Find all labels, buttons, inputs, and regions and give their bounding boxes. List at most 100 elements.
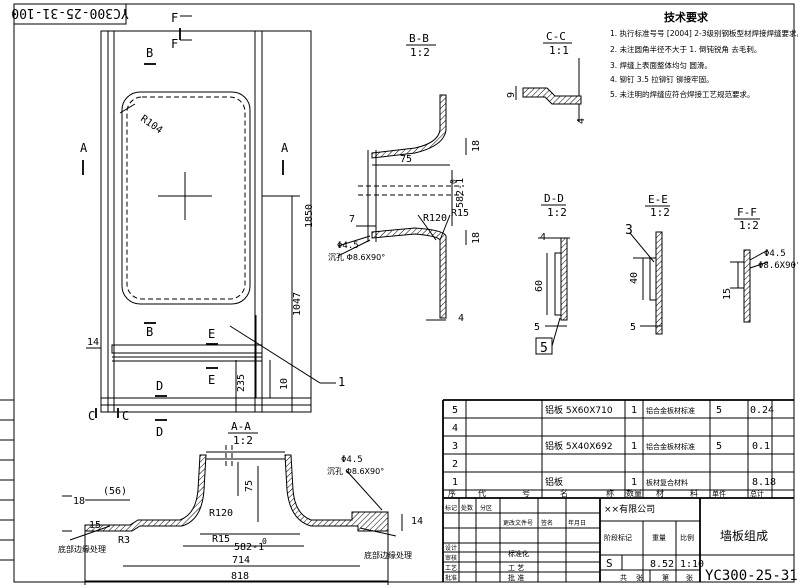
role-standard: 标准化 bbox=[508, 549, 529, 558]
aa-radius-r15: R15 bbox=[212, 534, 230, 545]
aa-dim-75: 75 bbox=[244, 480, 255, 492]
section-bb-profile bbox=[337, 94, 467, 321]
bom-header-mat2: 料 bbox=[690, 488, 698, 498]
bom-header-qty: 数量 bbox=[626, 488, 642, 498]
tech-req-1: 1. 执行标准号号 [2004] 2-3级别钢板型材焊接焊缝要求。 bbox=[610, 28, 798, 38]
section-cc-name: C-C bbox=[546, 30, 566, 43]
section-aa-profile bbox=[62, 445, 403, 585]
drawing-number-rotated: YC300-25-31-100 bbox=[11, 5, 128, 20]
rev-label-zone: 分区 bbox=[480, 504, 492, 512]
dim-10: 10 bbox=[279, 378, 290, 390]
bom-row-3-qty: 1 bbox=[631, 441, 637, 452]
section-bb-name: B-B bbox=[409, 32, 429, 45]
bb-dim-7: 7 bbox=[349, 214, 355, 225]
stage-value: S bbox=[606, 557, 613, 570]
bom-row-2-no: 2 bbox=[452, 459, 458, 470]
bb-dim-18-top: 18 bbox=[471, 140, 482, 152]
bom-row-5-weight: 0.24 bbox=[750, 405, 774, 416]
bom-row-3-grp: 5 bbox=[716, 441, 722, 452]
sheet-total: 共 bbox=[620, 573, 627, 582]
drawing-number-box bbox=[13, 3, 127, 25]
dim-14: 14 bbox=[87, 337, 99, 348]
aa-phi45: Φ4.5 bbox=[341, 455, 363, 465]
view-marker-d-top: D bbox=[156, 379, 163, 393]
section-cc-scale: 1:1 bbox=[549, 44, 569, 57]
rev-label-count: 处数 bbox=[461, 504, 473, 512]
part-name: 墙板组成 bbox=[720, 529, 768, 543]
bb-dim-582: 582-1 bbox=[455, 178, 466, 208]
view-marker-e-bottom: E bbox=[208, 373, 215, 387]
dim-1047: 1047 bbox=[292, 292, 303, 316]
rev-label-mark: 标记 bbox=[445, 504, 457, 512]
bom-row-5-no: 5 bbox=[452, 405, 458, 416]
aa-dim-582: 582-1 bbox=[234, 542, 264, 553]
tech-req-2: 2. 未注圆角半径不大于 1. 倒钝锐角 去毛刺。 bbox=[610, 44, 761, 54]
part-callout-5: 5 bbox=[540, 341, 548, 356]
bom-header-mat: 材 bbox=[656, 488, 664, 498]
dd-dim-5: 5 bbox=[534, 322, 540, 333]
aa-sink: 沉孔 Φ8.6X90° bbox=[327, 467, 384, 476]
sheet-no: 第 bbox=[662, 573, 669, 582]
section-aa-name: A-A bbox=[231, 420, 251, 433]
section-cc-profile bbox=[522, 87, 582, 105]
tech-req-3: 3. 焊缝上表面整体均匀 圆滑。 bbox=[610, 60, 712, 70]
bom-row-1-name: 铝板 bbox=[545, 476, 563, 488]
view-marker-c-right: C bbox=[122, 409, 129, 423]
section-dd-scale: 1:2 bbox=[547, 206, 567, 219]
bom-row-1-mat: 板材复合材料 bbox=[646, 478, 688, 487]
section-ff-name: F-F bbox=[737, 206, 757, 219]
bb-sink: 沉孔 Φ8.6X90° bbox=[328, 253, 385, 262]
bom-header-seq: 序 bbox=[448, 488, 456, 498]
drawing-number: YC300-25-31-1 bbox=[705, 568, 798, 584]
role-craft: 工艺 bbox=[445, 564, 457, 572]
bom-header-code: 代 bbox=[478, 488, 486, 498]
rev-label-date: 年月日 bbox=[568, 519, 586, 527]
section-ee-name: E-E bbox=[648, 193, 668, 206]
ff-sink: Φ8.6X90° bbox=[758, 261, 798, 271]
aa-radius-r3: R3 bbox=[118, 535, 130, 546]
section-aa-scale: 1:2 bbox=[233, 434, 253, 447]
section-ff-profile bbox=[730, 249, 769, 323]
weight-label: 重量 bbox=[652, 534, 666, 542]
aa-radius-r120: R120 bbox=[209, 508, 233, 519]
stage-label: 阶段标记 bbox=[604, 533, 632, 542]
aa-left-note: 底部边缘处理 bbox=[58, 544, 106, 554]
bb-radius-r120: R120 bbox=[423, 213, 447, 224]
bom-header-total: 总计 bbox=[750, 489, 764, 498]
cc-dim-4: 4 bbox=[576, 118, 587, 124]
section-dd-profile bbox=[538, 237, 570, 327]
bb-radius-r15: R15 bbox=[451, 208, 469, 219]
dd-dim-4: 4 bbox=[540, 232, 546, 243]
bb-dim-4: 4 bbox=[458, 313, 464, 324]
radius-r104: R104 bbox=[138, 113, 164, 136]
craft-label: 工 艺 bbox=[508, 564, 524, 572]
aa-right-note: 底部边缘处理 bbox=[364, 550, 412, 560]
aa-dim-18: 18 bbox=[73, 496, 85, 507]
bom-row-1-qty: 1 bbox=[631, 477, 637, 488]
aa-dim-56: (56) bbox=[103, 486, 127, 497]
bb-dim-18-bottom: 18 bbox=[471, 232, 482, 244]
ff-dim-15: 15 bbox=[722, 288, 733, 300]
part-callout-3: 3 bbox=[625, 223, 633, 238]
weight-value: 8.52 bbox=[650, 559, 674, 570]
bom-row-5-mat: 铝合金板材标准 bbox=[646, 406, 695, 415]
dim-235: 235 bbox=[236, 374, 247, 392]
aa-dim-0: 0 bbox=[262, 537, 267, 546]
bom-row-1-no: 1 bbox=[452, 477, 458, 488]
section-ff-scale: 1:2 bbox=[739, 219, 759, 232]
bom-header-title: 称 bbox=[606, 488, 614, 498]
bom-row-5-qty: 1 bbox=[631, 405, 637, 416]
view-marker-a-right: A bbox=[281, 141, 289, 155]
bb-dim-0: 0 bbox=[449, 179, 458, 184]
view-marker-b-bottom: B bbox=[146, 325, 153, 339]
ee-dim-40: 40 bbox=[629, 272, 640, 284]
bb-dim-75: 75 bbox=[400, 154, 412, 165]
sheet-no2: 张 bbox=[686, 573, 693, 582]
bom-header-num: 号 bbox=[522, 489, 530, 498]
view-marker-f-top: F bbox=[171, 11, 178, 25]
view-marker-a-left: A bbox=[80, 141, 88, 155]
scale-label: 比例 bbox=[680, 533, 694, 542]
tech-req-5: 5. 未注明的焊缝应符合焊接工艺规范要求。 bbox=[610, 89, 755, 99]
ee-dim-5: 5 bbox=[630, 322, 636, 333]
